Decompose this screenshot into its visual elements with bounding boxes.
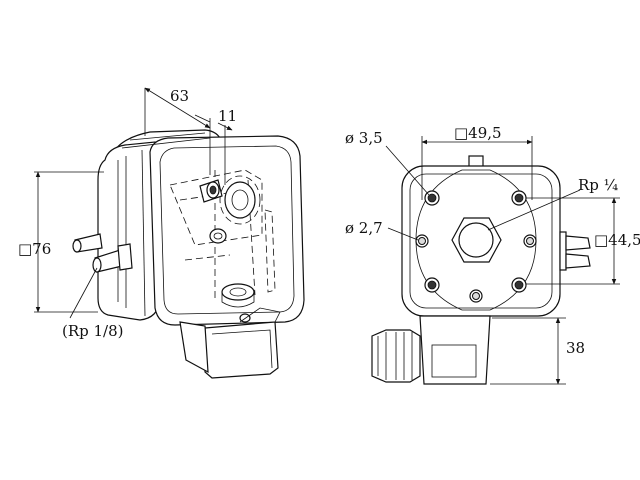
dim-width-label: 63 xyxy=(170,87,189,105)
thread-label: (Rp 1/8) xyxy=(62,322,124,340)
dim-depth-label: 11 xyxy=(218,107,237,125)
square-size-label: □49,5 xyxy=(454,124,502,142)
left-dimensions xyxy=(34,87,233,319)
hole-small-label: ø 2,7 xyxy=(345,219,383,237)
isometric-view xyxy=(72,129,305,379)
square-offset-label: □44,5 xyxy=(594,231,640,249)
hole-large-label: ø 3,5 xyxy=(345,129,383,147)
hole-small-group xyxy=(415,234,537,303)
thread-port-label: Rp ¼ xyxy=(578,176,619,194)
front-view xyxy=(371,155,591,385)
connector-height-label: 38 xyxy=(566,339,585,357)
hole-large-group xyxy=(424,190,527,293)
dim-height-label: □76 xyxy=(18,240,51,258)
housing-front-face xyxy=(149,135,305,326)
right-dimensions xyxy=(385,136,620,385)
